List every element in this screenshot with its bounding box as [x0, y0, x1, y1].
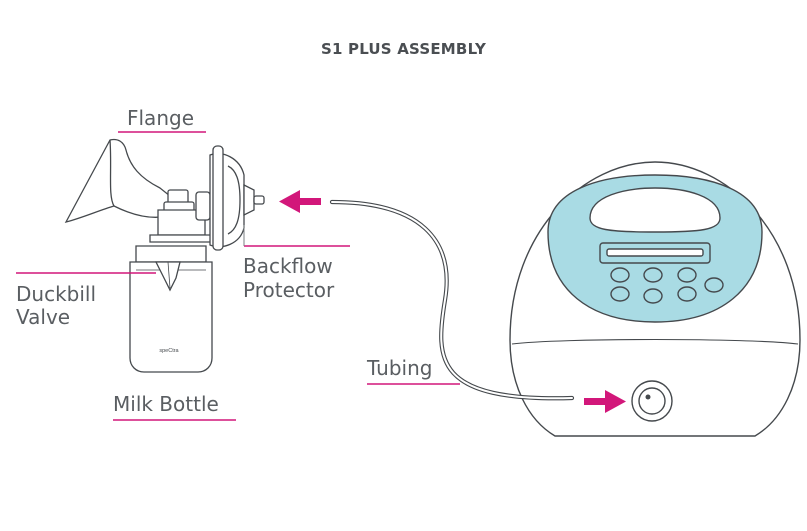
- duckbill-label-line1: Duckbill: [16, 282, 97, 306]
- page-title: S1 PLUS ASSEMBLY: [320, 40, 487, 58]
- flange: [64, 138, 216, 243]
- backflow-label-line1: Backflow: [243, 254, 333, 278]
- pump-unit: [509, 161, 801, 437]
- panel-button: [704, 277, 724, 293]
- panel-button: [677, 286, 697, 302]
- leader-lines: [16, 131, 460, 421]
- panel-button: [677, 267, 697, 283]
- tubing: [329, 199, 575, 401]
- duckbill-label-line2: Valve: [16, 305, 71, 329]
- milk-bottle: [129, 245, 213, 373]
- panel-button: [610, 267, 630, 283]
- backflow-protector: [195, 145, 265, 251]
- arrow-left-icon: [279, 190, 321, 213]
- bottle-logo: speCtra: [159, 348, 179, 354]
- panel-button: [610, 286, 630, 302]
- panel-button: [643, 267, 663, 283]
- arrow-right-icon: [584, 390, 626, 413]
- tubing-label: Tubing: [367, 356, 433, 380]
- flange-label: Flange: [127, 106, 194, 130]
- panel-button: [643, 288, 663, 304]
- duckbill-valve: [154, 261, 181, 292]
- milk-bottle-label: Milk Bottle: [113, 392, 219, 416]
- handle-opening: [589, 187, 721, 233]
- backflow-label-line2: Protector: [243, 278, 335, 302]
